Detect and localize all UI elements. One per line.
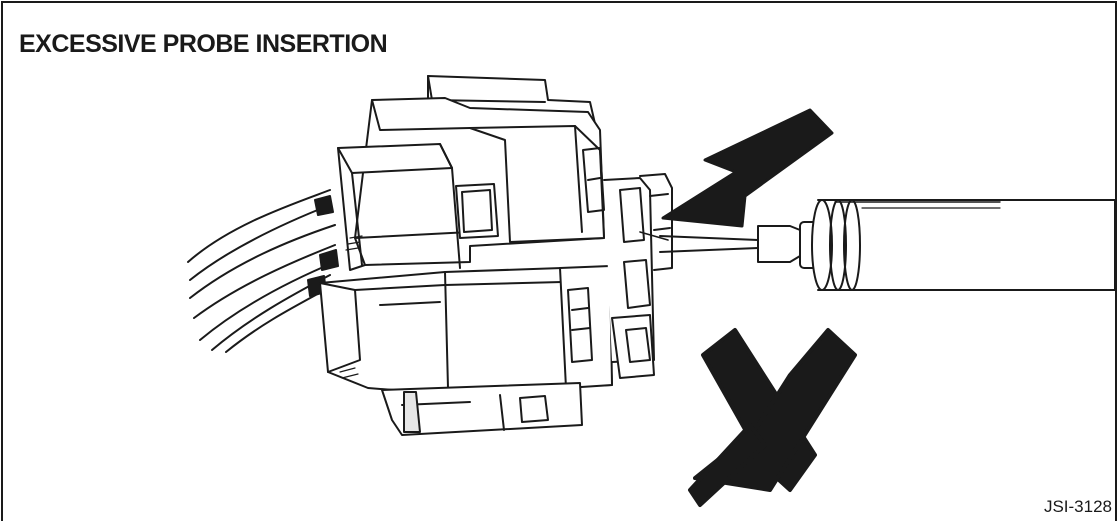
wire-harness (187, 189, 339, 353)
x-mark-icon (688, 328, 857, 507)
arrow-pointer-icon (661, 108, 834, 228)
test-probe (639, 199, 1116, 291)
figure-code: JSI-3128 (1043, 497, 1112, 516)
connector-body (319, 75, 673, 436)
figure-title: EXCESSIVE PROBE INSERTION (19, 30, 388, 58)
